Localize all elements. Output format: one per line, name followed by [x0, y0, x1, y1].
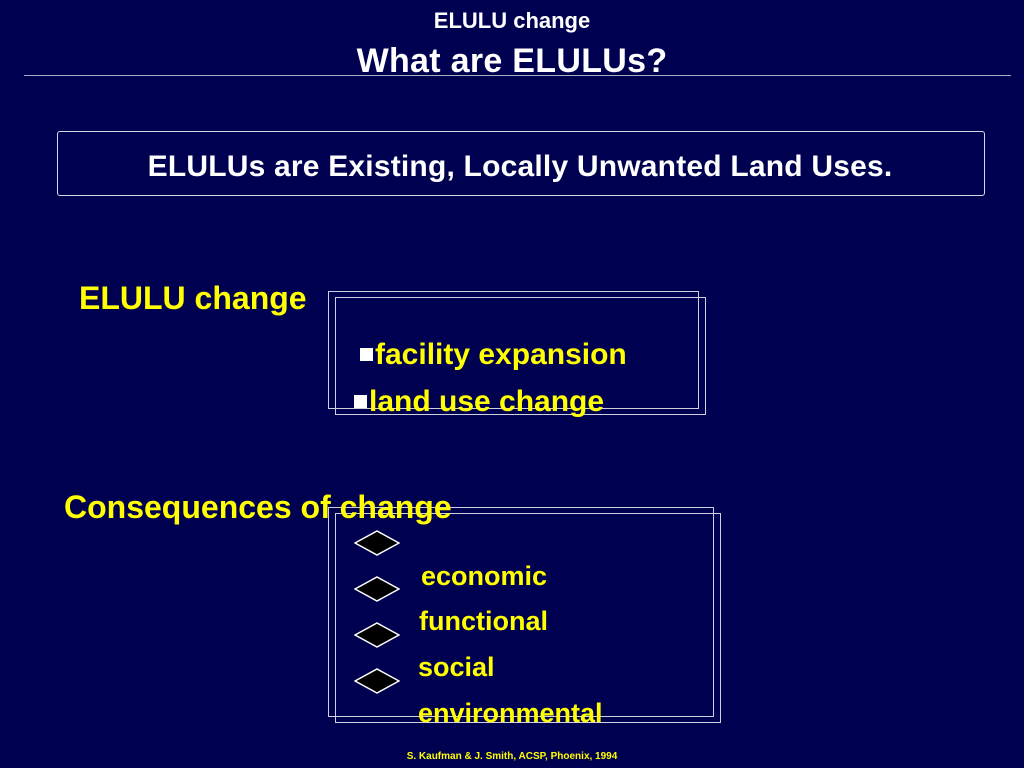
diamond-bullet-icon: [354, 576, 400, 602]
consequence-item-environmental: environmental: [418, 698, 603, 728]
change-item-land-use-change: land use change: [354, 385, 604, 419]
change-heading: ELULU change: [79, 280, 307, 316]
consequences-heading: Consequences of change: [64, 489, 452, 525]
change-frame-front: [335, 297, 706, 415]
consequence-item-economic: economic: [421, 561, 548, 591]
change-item-label: facility expansion: [375, 338, 627, 371]
slide-subtitle: ELULU change: [433, 8, 591, 33]
square-bullet-icon: [360, 348, 373, 361]
title-divider: [24, 75, 1011, 76]
diamond-bullet-icon: [354, 530, 400, 556]
definition-text: ELULUs are Existing, Locally Unwanted La…: [147, 150, 893, 183]
square-bullet-icon: [354, 395, 367, 408]
definition-box: [57, 131, 985, 196]
change-frame-back: [328, 291, 699, 409]
consequence-item-functional: functional: [419, 606, 548, 636]
change-item-facility-expansion: facility expansion: [360, 338, 627, 372]
change-item-label: land use change: [369, 385, 605, 418]
consequences-frame-front: [335, 513, 721, 723]
consequences-frame-back: [328, 507, 714, 717]
diamond-bullet-icon: [354, 622, 400, 648]
diamond-bullet-icon: [354, 668, 400, 694]
consequence-item-social: social: [418, 652, 495, 682]
footer-credit: S. Kaufman & J. Smith, ACSP, Phoenix, 19…: [406, 751, 618, 762]
slide-title: What are ELULUs?: [356, 42, 668, 80]
